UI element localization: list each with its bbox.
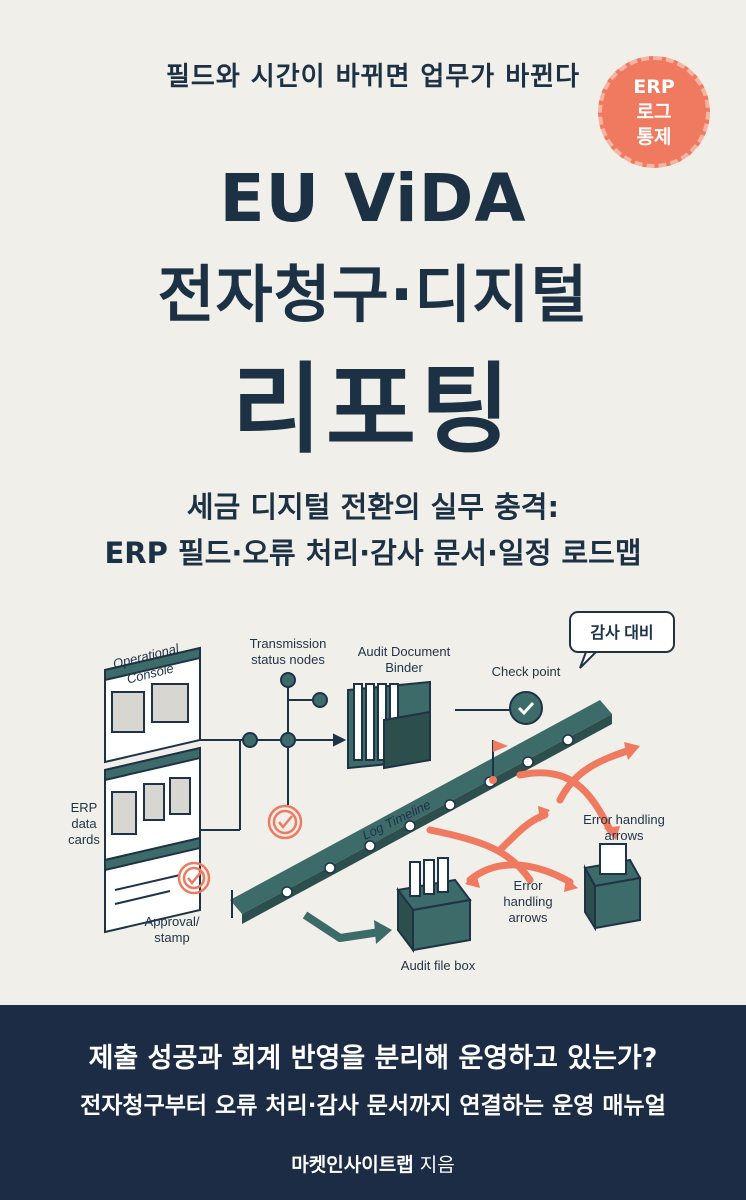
flow-arrow xyxy=(302,911,392,944)
bottom-banner xyxy=(0,1005,746,1200)
label-transmission: status nodes xyxy=(251,652,325,667)
speech-bubble xyxy=(569,611,675,669)
label-error-center: arrows xyxy=(508,910,548,925)
author-line: 마켓인사이트랩 지음 xyxy=(0,1150,746,1177)
log-timeline xyxy=(230,700,612,924)
audit-document-binder xyxy=(347,680,431,770)
question-text: 제출 성공과 회계 반영을 분리해 운영하고 있는가? xyxy=(88,1043,658,1074)
label-audit-binder: Audit Document xyxy=(358,644,451,659)
erp-data-cards xyxy=(104,646,201,934)
label-audit-box: Audit file box xyxy=(401,958,476,973)
label-transmission: Transmission xyxy=(250,636,327,651)
label-audit-binder: Binder xyxy=(385,660,423,675)
label-erp: cards xyxy=(68,832,100,847)
illustration-labels: Operational Console Transmission status … xyxy=(68,636,665,973)
label-approval: Approval/ xyxy=(145,914,200,929)
author-suffix: 지음 xyxy=(419,1154,455,1176)
badge-line: 로그 xyxy=(636,100,672,123)
badge-line: ERP xyxy=(633,75,675,98)
label-error-center: handling xyxy=(503,894,552,909)
label-error-arrows: arrows xyxy=(604,828,644,843)
transmission-status-nodes xyxy=(200,672,347,831)
tagline: 필드와 시간이 바뀌면 업무가 바뀐다 xyxy=(165,62,580,92)
label-erp: data xyxy=(71,816,97,831)
label-error-arrows: Error handling xyxy=(583,812,665,827)
description-text: 전자청구부터 오류 처리·감사 문서까지 연결하는 운영 매뉴얼 xyxy=(80,1093,666,1119)
arrow-heads xyxy=(465,742,640,892)
subtitle-line-2: ERP 필드·오류 처리·감사 문서·일정 로드맵 xyxy=(104,536,642,570)
workflow-illustration: 감사 대비 Operational Console Transmiss xyxy=(68,611,675,973)
label-approval: stamp xyxy=(154,930,189,945)
label-erp: ERP xyxy=(71,800,98,815)
audit-file-box xyxy=(396,843,642,953)
title-line-3: 리포팅 xyxy=(231,353,515,467)
approval-stamp xyxy=(177,804,303,895)
check-point-icon xyxy=(455,691,543,725)
erp-log-control-badge: ERP 로그 통제 xyxy=(598,56,710,168)
author-name: 마켓인사이트랩 xyxy=(291,1154,414,1176)
title-line-1: EU ViDA xyxy=(219,160,527,237)
speech-bubble-label: 감사 대비 xyxy=(590,623,653,642)
label-check-point: Check point xyxy=(492,664,561,679)
label-error-center: Error xyxy=(514,878,544,893)
badge-line: 통제 xyxy=(636,125,672,148)
title-line-2: 전자청구·디지털 xyxy=(157,258,589,331)
subtitle-line-1: 세금 디지털 전환의 실무 충격: xyxy=(186,490,560,524)
